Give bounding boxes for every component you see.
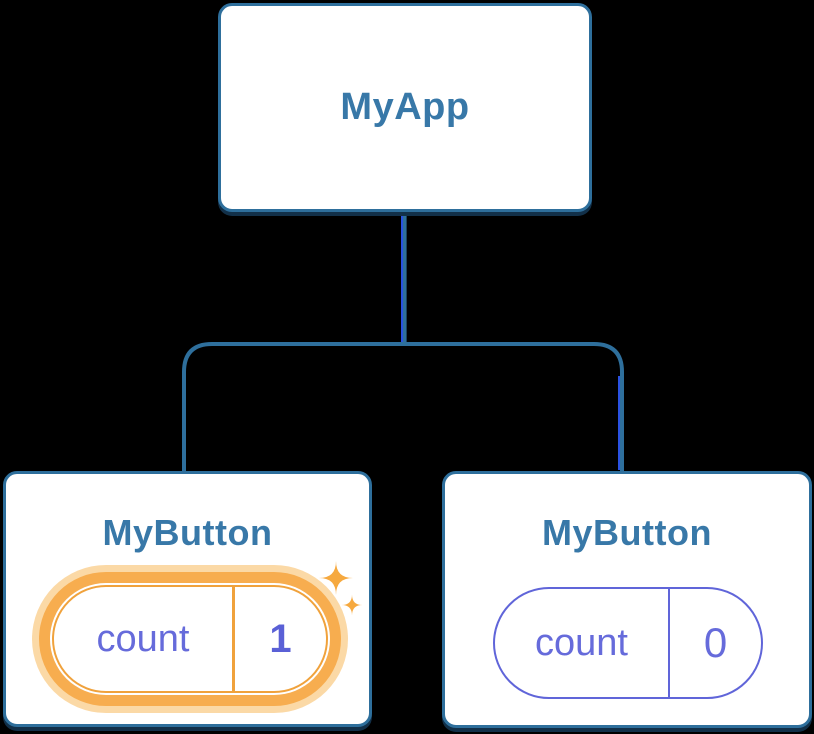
state-pill-highlighted: count 1 [52,585,328,693]
state-pill-divider [232,587,235,691]
state-key-label: count [96,617,190,660]
sparkle-icon [319,561,363,616]
state-pill-plain: count 0 [493,587,763,699]
node-mybutton-updated: MyButton count 1 [3,471,372,727]
node-mybutton-unchanged: MyButton count 0 [442,471,812,728]
node-mybutton-unchanged-label: MyButton [542,512,712,553]
node-myapp-label: MyApp [340,86,470,128]
node-myapp: MyApp [218,3,592,212]
state-value-label: 0 [703,619,728,666]
state-pill-divider [668,589,670,697]
state-key-label: count [535,621,628,664]
state-value-label: 1 [269,616,292,661]
connector-branch-bracket [182,342,624,471]
sparkle-small [341,594,363,616]
node-mybutton-updated-label: MyButton [102,512,273,553]
sparkle-large [319,561,353,595]
